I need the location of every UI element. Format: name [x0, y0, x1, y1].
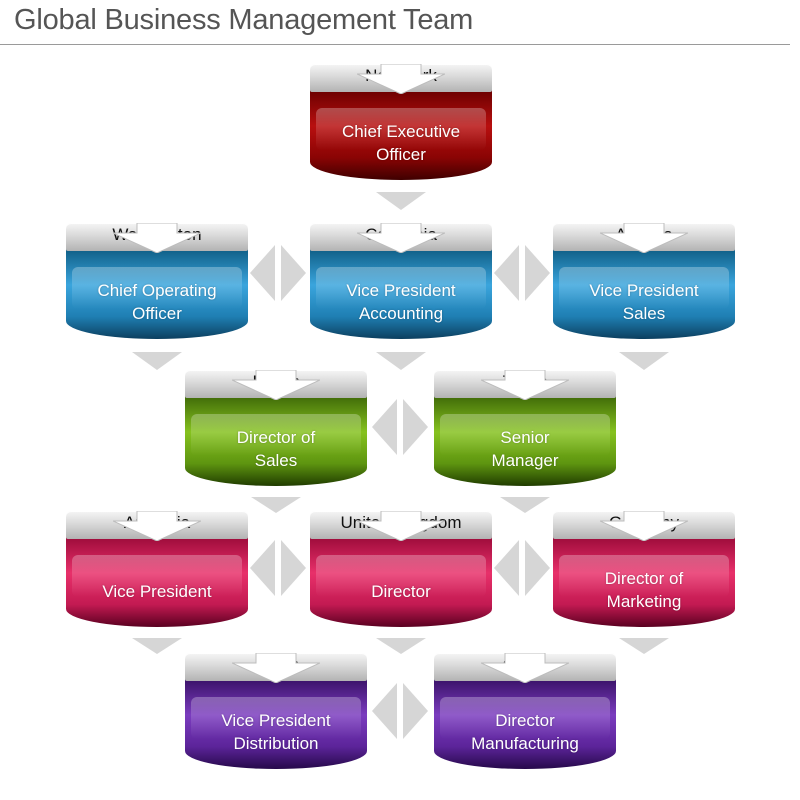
down-arrow-icon [481, 653, 569, 683]
role-label: Director [371, 582, 431, 601]
title-divider [0, 44, 790, 45]
down-connector-icon [132, 638, 182, 654]
down-arrow-icon [113, 223, 201, 253]
down-connector-icon [376, 352, 426, 370]
node-director-uk: Director United Kingdom [310, 511, 492, 636]
down-arrow-icon [113, 511, 201, 541]
down-connector-icon [376, 638, 426, 654]
bidirectional-connector-icon [250, 540, 306, 596]
down-connector-icon [251, 497, 301, 513]
page-title: Global Business Management Team [14, 4, 474, 36]
down-connector-icon [500, 497, 550, 513]
down-arrow-icon [357, 511, 445, 541]
node-body: Vice President [66, 537, 248, 627]
down-arrow-icon [600, 511, 688, 541]
down-arrow-icon [600, 223, 688, 253]
down-connector-icon [619, 352, 669, 370]
down-connector-icon [132, 352, 182, 370]
down-arrow-icon [232, 653, 320, 683]
down-connector-icon [376, 192, 426, 210]
bidirectional-connector-icon [372, 683, 428, 739]
down-connector-icon [619, 638, 669, 654]
node-vp-australia: Vice President Australia [66, 511, 248, 636]
down-arrow-icon [357, 223, 445, 253]
down-arrow-icon [481, 370, 569, 400]
bidirectional-connector-icon [494, 245, 550, 301]
role-label: Vice President [102, 582, 212, 601]
down-arrow-icon [232, 370, 320, 400]
node-body: Director [310, 537, 492, 627]
bidirectional-connector-icon [494, 540, 550, 596]
down-arrow-icon [357, 64, 445, 94]
bidirectional-connector-icon [372, 399, 428, 455]
bidirectional-connector-icon [250, 245, 306, 301]
